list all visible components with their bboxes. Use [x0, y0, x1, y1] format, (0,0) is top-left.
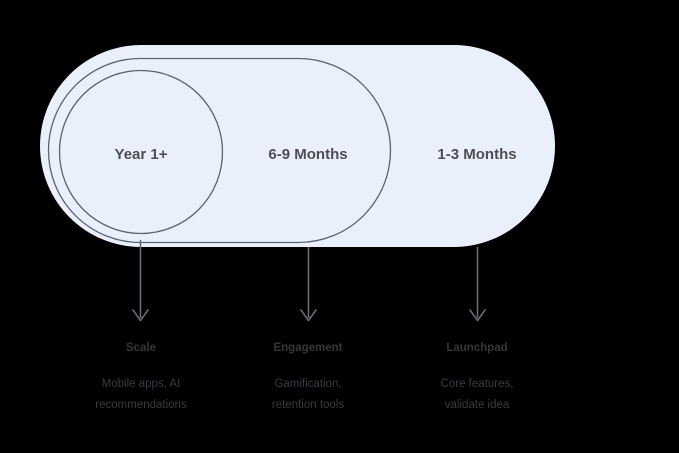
connector-arrow-scale: [132, 240, 149, 322]
arrowhead-launchpad-icon: [469, 309, 486, 322]
callout-desc-launchpad-line2: validate idea: [445, 399, 510, 411]
callout-launchpad: Launchpad Core features, validate idea: [441, 342, 514, 411]
connector-arrow-launchpad: [469, 247, 486, 322]
callout-scale: Scale Mobile apps, AI recommendations: [95, 342, 187, 411]
connector-arrow-engagement: [300, 247, 317, 322]
callout-desc-scale-line1: Mobile apps, AI: [102, 378, 181, 390]
callout-title-engagement: Engagement: [273, 342, 342, 354]
stage-timeframe-scale: Year 1+: [115, 146, 168, 163]
callout-title-launchpad: Launchpad: [446, 342, 507, 354]
callout-engagement: Engagement Gamification, retention tools: [272, 342, 344, 411]
callout-desc-scale-line2: recommendations: [95, 399, 187, 411]
arrowhead-engagement-icon: [300, 309, 317, 322]
callout-desc-launchpad-line1: Core features,: [441, 378, 514, 390]
inner-circle-shape: [58, 69, 224, 235]
callout-desc-engagement-line2: retention tools: [272, 399, 344, 411]
callout-desc-engagement-line1: Gamification,: [274, 378, 341, 390]
stage-timeframe-engagement: 6-9 Months: [268, 146, 347, 163]
stage-timeframe-launchpad: 1-3 Months: [437, 146, 516, 163]
arrowhead-scale-icon: [132, 309, 149, 322]
callout-title-scale: Scale: [126, 342, 156, 354]
